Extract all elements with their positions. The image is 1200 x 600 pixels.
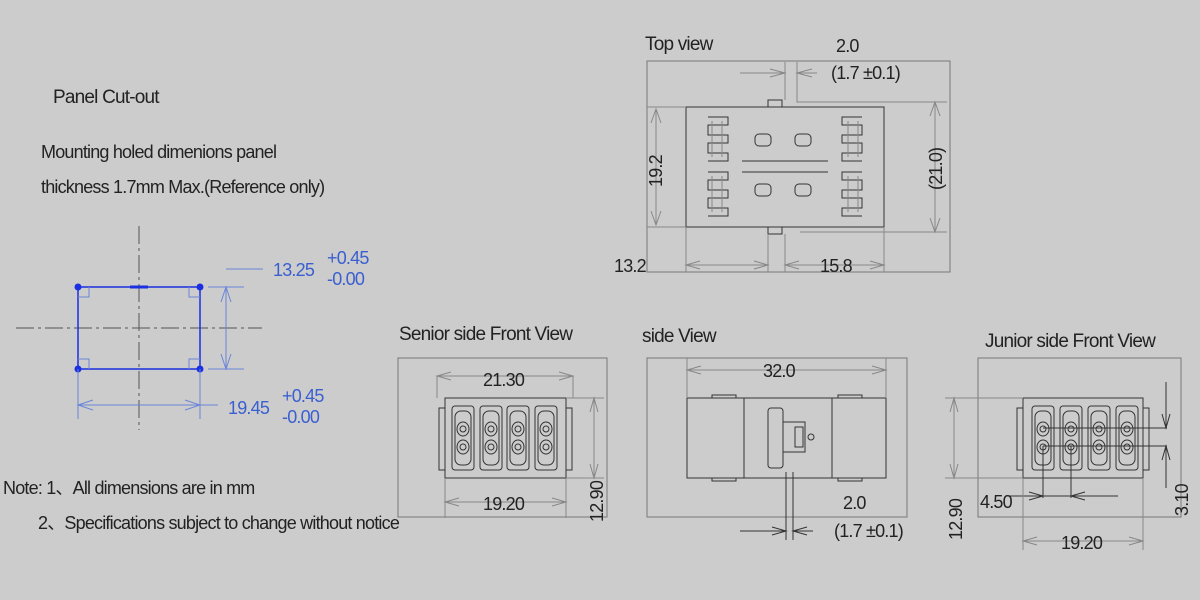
junior-front-title: Junior side Front View — [985, 331, 1156, 352]
senior-bottom-width: 19.20 — [483, 494, 525, 514]
side-panel-dim: 2.0 — [843, 493, 866, 513]
junior-pitch: 4.50 — [980, 492, 1013, 512]
side-panel-ref: (1.7 ±0.1) — [834, 521, 903, 541]
top-overall-height: (21.0) — [926, 148, 946, 190]
top-height-dim: 19.2 — [646, 154, 666, 187]
panel-cutout-desc-2: thickness 1.7mm Max.(Reference only) — [41, 177, 324, 197]
panel-cutout-section: Panel Cut-out Mounting holed dimenions p… — [16, 87, 370, 430]
junior-body — [1022, 397, 1144, 479]
top-view-title: Top view — [645, 34, 714, 55]
note-2: 2、Specifications subject to change witho… — [38, 513, 400, 533]
top-right-dim: 15.8 — [820, 256, 853, 276]
panel-cutout-desc-1: Mounting holed dimenions panel — [41, 142, 276, 162]
height-dimension-line — [208, 268, 263, 371]
side-length: 32.0 — [763, 361, 796, 381]
senior-front-title: Senior side Front View — [399, 324, 573, 345]
senior-height: 12.90 — [587, 480, 607, 522]
side-view-section: side View 32.0 2.0 (1.7 ±0.1) — [642, 326, 908, 541]
top-view-body — [685, 106, 885, 228]
panel-cutout-title: Panel Cut-out — [53, 87, 160, 108]
height-tolerance-plus: +0.45 — [327, 248, 369, 268]
note-1: Note: 1、All dimensions are in mm — [3, 478, 255, 498]
height-tolerance-minus: -0.00 — [327, 269, 365, 289]
width-tolerance-minus: -0.00 — [282, 407, 320, 427]
corner-points — [74, 283, 204, 373]
cutout-width-value: 19.45 — [228, 398, 270, 418]
junior-width: 19.20 — [1061, 533, 1103, 553]
junior-row-pitch: 3.10 — [1172, 483, 1192, 516]
side-view-title: side View — [642, 326, 717, 347]
senior-front-view-section: Senior side Front View 21.30 19.20 12.90 — [397, 324, 608, 522]
cutout-height-value: 13.25 — [273, 260, 315, 280]
width-tolerance-plus: +0.45 — [282, 386, 324, 406]
junior-height: 12.90 — [946, 498, 966, 540]
top-panel-dim: 2.0 — [836, 36, 859, 56]
top-panel-ref: (1.7 ±0.1) — [831, 63, 900, 83]
top-left-dim: 13.2 — [614, 256, 647, 276]
senior-top-width: 21.30 — [483, 370, 525, 390]
senior-body — [444, 397, 567, 479]
side-body — [686, 397, 887, 479]
junior-front-view-section: Junior side Front View 12.90 4.50 3.10 1… — [945, 331, 1192, 553]
top-view-section: Top view 2.0 (1.7 ±0.1) 19.2 (21.0) 13.2… — [614, 34, 951, 276]
width-dimension-line — [76, 369, 218, 419]
